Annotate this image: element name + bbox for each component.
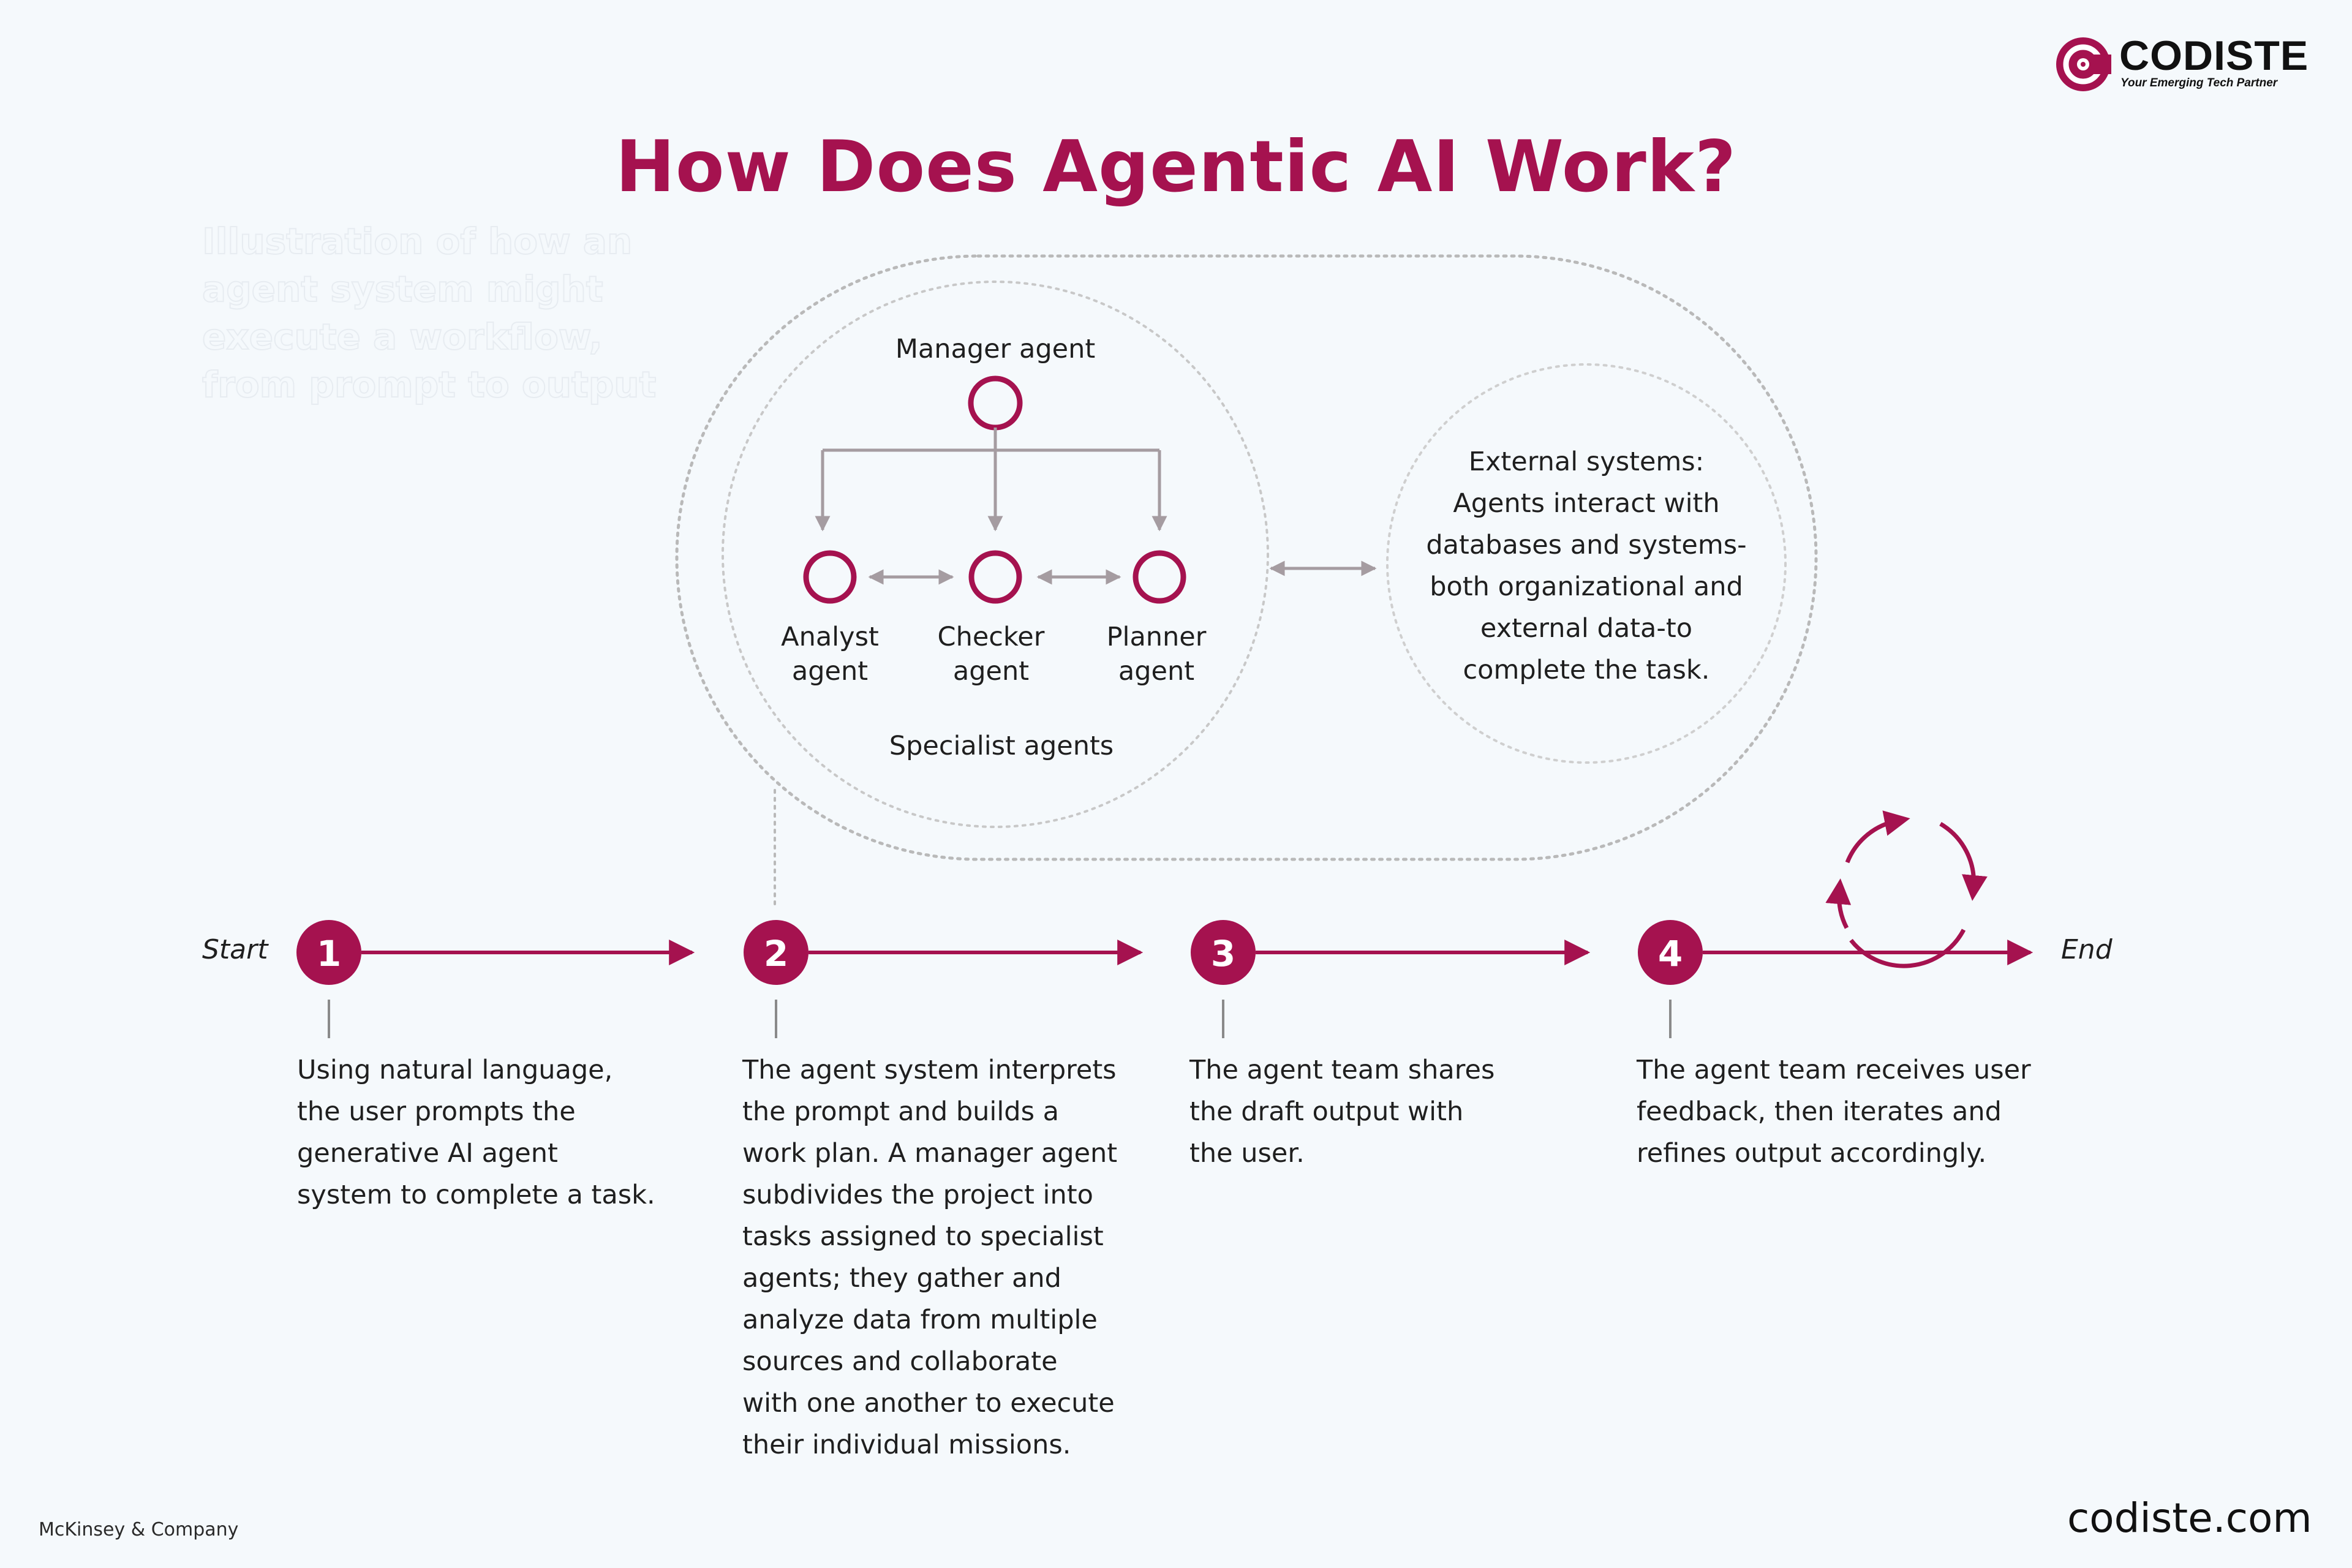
external-line-2: Agents interact with [1453, 488, 1720, 519]
step-3-description: The agent team shares the draft output w… [1189, 1049, 1581, 1174]
website-link[interactable]: codiste.com [2067, 1494, 2312, 1542]
step-4-line: The agent team receives user [1637, 1055, 2031, 1085]
step-1-description: Using natural language, the user prompts… [297, 1049, 689, 1216]
planner-agent-label: Planner agent [1080, 620, 1233, 688]
step-4-line: refines output accordingly. [1637, 1138, 1987, 1169]
external-systems-text: External systems: Agents interact with d… [1403, 441, 1770, 691]
step-1-line: system to complete a task. [297, 1180, 655, 1210]
step-marker-1: 1 [296, 920, 361, 985]
step-marker-3: 3 [1191, 920, 1256, 985]
step-1-line: Using natural language, [297, 1055, 613, 1085]
specialist-agents-label: Specialist agents [889, 731, 1114, 761]
analyst-agent-label-line1: Analyst [781, 622, 879, 652]
step-ticks [328, 1000, 1672, 1038]
step-3-line: The agent team shares [1189, 1055, 1495, 1085]
step-2-line: sources and collaborate [742, 1346, 1058, 1377]
planner-agent-label-line2: agent [1118, 656, 1195, 687]
step-4-description: The agent team receives user feedback, t… [1637, 1049, 2078, 1174]
step-4-line: feedback, then iterates and [1637, 1096, 2002, 1127]
manager-agent-node [968, 375, 1023, 431]
agent-system-circle [722, 281, 1269, 828]
step-2-line: work plan. A manager agent [742, 1138, 1118, 1169]
source-credit: McKinsey & Company [39, 1519, 239, 1540]
analyst-agent-label: Analyst agent [753, 620, 907, 688]
brand-name: CODISTE [2119, 32, 2309, 79]
external-line-1: External systems: [1468, 447, 1705, 477]
step-2-line: tasks assigned to specialist [742, 1221, 1104, 1252]
step-1-line: generative AI agent [297, 1138, 558, 1169]
planner-agent-label-line1: Planner [1106, 622, 1207, 652]
step-2-line: agents; they gather and [742, 1263, 1061, 1294]
checker-agent-label: Checker agent [914, 620, 1068, 688]
step-2-line: the prompt and builds a [742, 1096, 1060, 1127]
external-line-6: complete the task. [1463, 655, 1710, 685]
step-number-1: 1 [317, 933, 341, 974]
system-boundary [675, 254, 1818, 861]
cycle-arrows-icon [1825, 810, 1988, 968]
step-3-line: the draft output with [1189, 1096, 1464, 1127]
checker-agent-label-line1: Checker [937, 622, 1045, 652]
faded-caption: Illustration of how an agent system migh… [202, 220, 657, 406]
step-2-line: subdivides the project into [742, 1180, 1093, 1210]
external-line-3: databases and systems- [1426, 530, 1747, 560]
step-number-4: 4 [1658, 933, 1683, 974]
step-2-line: their individual missions. [742, 1430, 1071, 1460]
checker-agent-node [968, 550, 1022, 604]
end-label: End [2061, 934, 2113, 965]
step-3-line: the user. [1189, 1138, 1305, 1169]
start-label: Start [202, 934, 268, 965]
manager-agent-label: Manager agent [895, 334, 1096, 364]
external-line-5: external data-to [1480, 613, 1693, 644]
step-marker-2: 2 [744, 920, 809, 985]
step-number-3: 3 [1211, 933, 1235, 974]
codiste-logo: CODISTE Your Emerging Tech Partner [2055, 34, 2324, 101]
step-2-line: with one another to execute [742, 1388, 1115, 1419]
external-line-4: both organizational and [1430, 571, 1743, 602]
analyst-agent-node [803, 550, 857, 604]
hierarchy-connector [815, 428, 1167, 532]
step-2-description: The agent system interprets the prompt a… [742, 1049, 1159, 1466]
page-title: How Does Agentic AI Work? [615, 126, 1737, 208]
analyst-agent-label-line2: agent [791, 656, 869, 687]
external-systems-circle [1386, 363, 1787, 764]
step-marker-4: 4 [1638, 920, 1703, 985]
checker-agent-label-line2: agent [952, 656, 1030, 687]
step-2-line: analyze data from multiple [742, 1305, 1098, 1335]
step-2-line: The agent system interprets [742, 1055, 1117, 1085]
brand-tagline: Your Emerging Tech Partner [2120, 77, 2278, 89]
codiste-logo-icon [2056, 37, 2111, 91]
step-number-2: 2 [764, 933, 788, 974]
planner-agent-node [1133, 550, 1186, 604]
step-1-line: the user prompts the [297, 1096, 576, 1127]
